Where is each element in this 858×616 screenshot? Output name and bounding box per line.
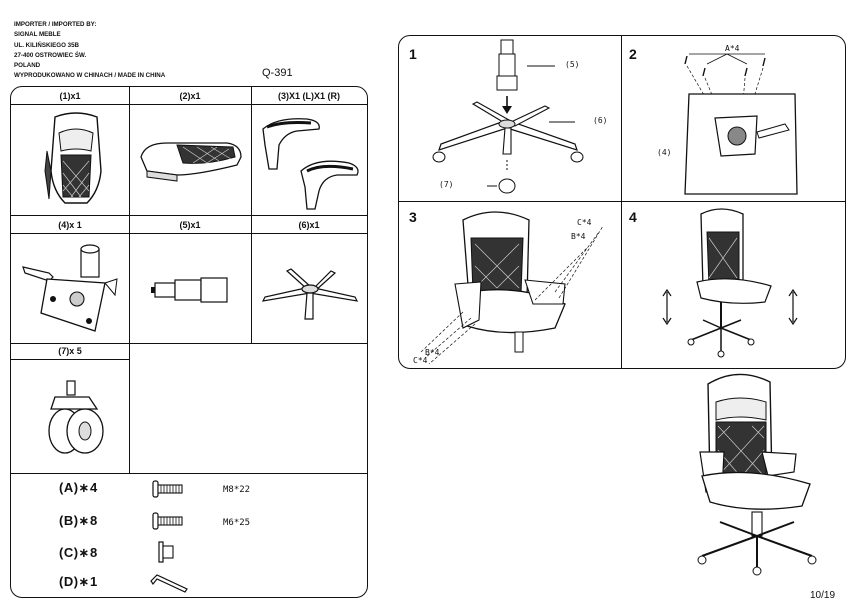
completed-chair-illustration	[697, 373, 817, 576]
hardware-d-label: (D)∗1	[59, 574, 98, 589]
hardware-b-spec: M6*25	[223, 518, 251, 528]
allen-key-d-icon	[150, 574, 188, 593]
star-base-illustration	[261, 268, 359, 320]
divider	[129, 87, 130, 473]
part-label-7: (7)x 5	[58, 346, 82, 356]
importer-line: WYPRODUKOWANO W CHINACH / MADE IN CHINA	[14, 72, 166, 80]
step-3-callout-c-top: C*4	[577, 218, 592, 227]
step-2-callout-a: A*4	[725, 44, 740, 53]
step-2-number: 2	[629, 46, 637, 62]
step-4-diagram	[662, 208, 798, 358]
divider	[11, 473, 367, 474]
gas-lift-illustration	[151, 277, 228, 303]
step-3-number: 3	[409, 209, 417, 225]
part-label-2: (2)x1	[179, 91, 201, 101]
divider	[11, 343, 367, 344]
part-label-3: (3)X1 (L)X1 (R)	[277, 91, 340, 101]
hardware-c-label: (C)∗8	[59, 545, 98, 560]
page-number: 10/19	[810, 590, 836, 601]
armrest-illustration	[262, 118, 359, 210]
part-label-1: (1)x1	[59, 91, 81, 101]
seat-illustration	[140, 142, 242, 182]
step-1-callout-6: (6)	[593, 116, 608, 125]
importer-line: UL. KILIŃSKIEGO 35B	[14, 41, 79, 49]
divider	[11, 233, 367, 234]
part-label-4: (4)x 1	[58, 220, 82, 230]
importer-info: IMPORTER / IMPORTED BY: SIGNAL MEBLE UL.…	[14, 20, 234, 82]
step-3-callout-b-bottom: B*4	[425, 348, 440, 357]
step-3-callout-c-bottom: C*4	[413, 356, 428, 365]
parts-list-panel: (1)x1 (2)x1 (3)X1 (L)X1 (R) (4)x 1 (5)x1…	[10, 86, 368, 598]
hardware-a-spec: M8*22	[223, 485, 251, 495]
divider	[11, 359, 129, 360]
step-4-number: 4	[629, 209, 637, 225]
bolt-a-icon	[152, 480, 183, 498]
divider	[251, 87, 252, 343]
step-3-diagram	[420, 211, 604, 365]
backrest-illustration	[44, 112, 102, 204]
step-1-callout-7: (7)	[439, 180, 454, 189]
hardware-b-label: (B)∗8	[59, 513, 98, 528]
divider	[399, 201, 845, 202]
step-1-diagram	[432, 39, 584, 194]
assembly-steps-panel: 1 2 3 4 (5) (6) (7) A*4 (4)	[398, 35, 846, 369]
importer-line: 27-400 OSTROWIEC ŚW.	[14, 51, 87, 59]
caster-illustration	[48, 380, 104, 454]
step-2-diagram	[684, 53, 798, 195]
part-label-6: (6)x1	[298, 220, 320, 230]
importer-line: POLAND	[14, 62, 41, 70]
step-2-callout-4: (4)	[657, 148, 672, 157]
divider	[11, 215, 367, 216]
importer-line: SIGNAL MEBLE	[14, 31, 61, 39]
washer-c-icon	[158, 541, 174, 563]
step-3-callout-b-top: B*4	[571, 232, 586, 241]
hardware-a-label: (A)∗4	[59, 480, 98, 495]
model-code: Q-391	[262, 67, 293, 79]
part-label-5: (5)x1	[179, 220, 201, 230]
mechanism-illustration	[22, 244, 118, 332]
step-1-number: 1	[409, 46, 417, 62]
bolt-b-icon	[152, 512, 183, 530]
divider	[11, 104, 367, 105]
divider	[621, 36, 622, 368]
importer-line: IMPORTER / IMPORTED BY:	[14, 21, 97, 28]
step-1-callout-5: (5)	[565, 60, 580, 69]
